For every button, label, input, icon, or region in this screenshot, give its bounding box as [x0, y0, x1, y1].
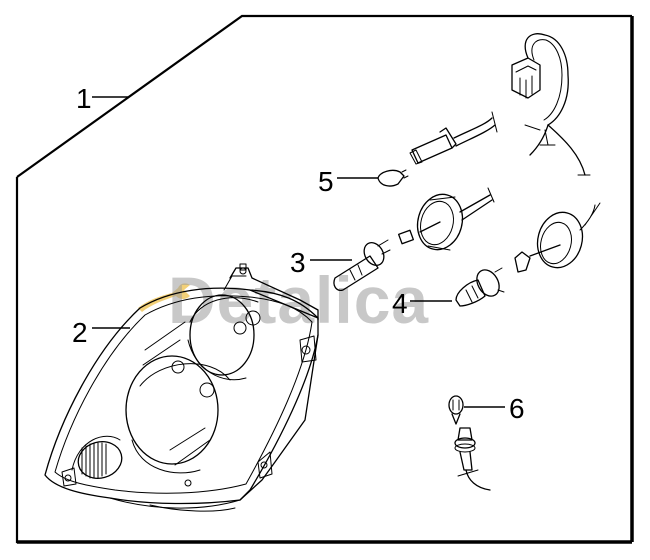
watermark: Detalica: [138, 263, 429, 337]
position-lamp-bulb: [377, 169, 409, 187]
callout-1: 1: [76, 83, 128, 114]
low-beam-socket: [514, 202, 601, 273]
callout-4: 4: [392, 288, 452, 319]
callout-number-5: 5: [318, 166, 334, 197]
turn-signal-bulb: [448, 395, 464, 425]
callout-3: 3: [290, 247, 352, 278]
low-beam-bulb: [455, 267, 505, 307]
callout-2: 2: [72, 317, 130, 348]
callout-5: 5: [318, 166, 378, 197]
wiring-harness: [511, 33, 591, 176]
watermark-text: Detalica: [168, 263, 429, 337]
high-beam-socket: [398, 187, 495, 251]
callout-number-6: 6: [509, 393, 525, 424]
callout-6: 6: [464, 393, 525, 424]
turn-signal-socket: [454, 427, 491, 491]
headlamp-housing: [44, 263, 319, 512]
high-beam-bulb: [333, 239, 391, 291]
callout-number-2: 2: [72, 317, 88, 348]
wrench-icon: [138, 283, 190, 312]
position-lamp-socket: [409, 111, 498, 165]
callout-number-1: 1: [76, 83, 92, 114]
turn-signal-hatching: [81, 442, 107, 479]
assembly-frame: [15, 14, 634, 544]
callout-number-4: 4: [392, 288, 408, 319]
callout-number-3: 3: [290, 247, 306, 278]
